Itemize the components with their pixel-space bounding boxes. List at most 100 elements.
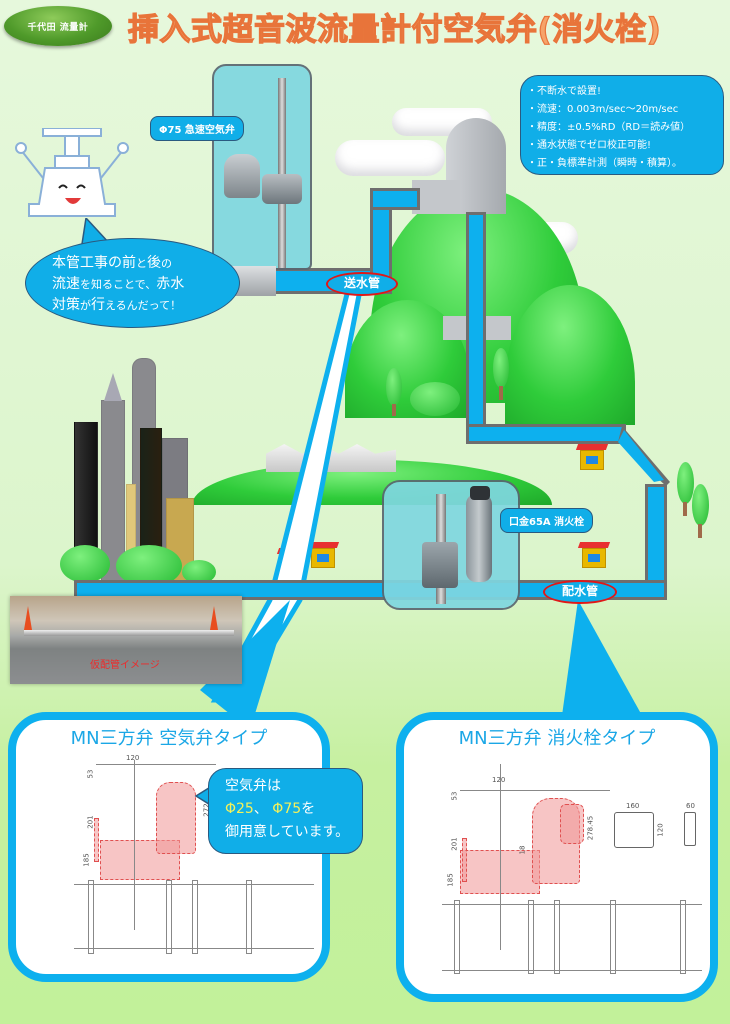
feature-item: ・正・負標準計測（瞬時・積算）。 [527,158,682,169]
valve-stem [278,78,286,268]
feature-item: ・流速：0.003m/sec～20m/sec [527,104,679,115]
feature-item: ・精度：±0.5%RD（RD＝読み値） [527,122,691,133]
valve-body-left [224,154,260,198]
tree [692,484,709,526]
traffic-cone [24,606,32,630]
flange [528,900,534,974]
dim-label: 120 [656,823,665,837]
mascot-mouth [65,198,81,204]
flange [554,900,560,974]
house-body [582,548,606,568]
dim-label: 201 [86,815,95,829]
valve-body-right [262,174,302,204]
dim-label: 53 [86,769,95,779]
sensor-line [460,790,610,791]
distribution-pipe-label: 配水管 [543,580,617,604]
air-valve-tag: Φ75 急速空気弁 [150,116,244,141]
dim-label: 53 [450,791,459,801]
transmitter-side [684,812,696,846]
hydrant-outlet [466,494,492,582]
photo-caption: 仮配管イメージ [90,660,160,671]
speech-line-2: 流速を知ることで、赤水 [52,276,185,292]
tree-trunk [683,502,687,516]
building-spire [104,373,122,401]
panel-title: MN三方弁 空気弁タイプ [70,728,268,749]
note-line-1: 空気弁は [225,778,281,794]
house [306,542,340,568]
callout-pointer-left [200,600,290,730]
stem-drawing [134,760,135,930]
page-title: 挿入式超音波流量計付空気弁(消火栓) [127,11,662,48]
house-window [588,554,600,562]
dim-label: 185 [82,853,91,867]
handle-drawing [94,818,99,862]
house-window [317,554,329,562]
mascot-eye [76,184,86,189]
air-valve-note: 空気弁は Φ25、 Φ75を 御用意しています。 [208,768,363,854]
hydrant-image [410,486,510,610]
dim-label: 185 [446,873,455,887]
house-body [580,450,604,470]
main-pipe-bottom [74,948,314,949]
tower-pipe-down [466,212,486,442]
photo-pipe [24,630,234,636]
dim-label: 120 [126,754,140,762]
air-valve-image [222,74,322,270]
dim-label: 201 [450,837,459,851]
bush [60,545,110,583]
pipe-diagonal [618,426,670,486]
dim-label: 18 [518,845,527,855]
tree-trunk [392,404,396,416]
traffic-cone [210,606,218,630]
transmitter-box [614,812,654,848]
tree-trunk [499,386,503,400]
speech-line-3: 対策が行えるんだって！ [52,297,182,313]
brand-badge: 千代田 流量計 [4,6,112,46]
hydrant-cap [470,486,490,500]
main-pipe-bottom [442,970,702,971]
house [577,542,611,568]
feature-list: ・不断水で設置! ・流速：0.003m/sec～20m/sec ・精度：±0.5… [520,75,724,175]
tree-trunk [698,524,702,538]
house [575,444,609,470]
east-pipe-down [645,484,667,594]
flange [610,900,616,974]
supply-pipe-label: 送水管 [326,272,398,296]
supply-pipe-top [370,188,420,210]
house-body [311,548,335,568]
main-pipe-top [442,904,702,905]
dim-label: 160 [626,802,640,810]
cloud [335,140,445,176]
main-pipe-top [74,884,314,885]
temporary-piping-photo: 仮配管イメージ [10,596,242,684]
hydrant-tag: 口金65A 消火栓 [500,508,594,533]
speech-line-1: 本管工事の前と後の [52,255,172,271]
hydrant-outlet-drawing [560,804,584,844]
stem-drawing [500,764,501,950]
callout-pointer-right [560,600,650,730]
mascot-valve-character [15,128,129,217]
tree [677,462,694,504]
flange [680,900,686,974]
flange [454,900,460,974]
dim-label: 278.45 [586,815,595,841]
dim-label: 120 [492,776,506,784]
flange [166,880,172,954]
brand-badge-label: 千代田 流量計 [27,22,89,33]
panel-title: MN三方弁 消火栓タイプ [458,728,656,749]
speech-bubble: 本管工事の前と後の 流速を知ることで、赤水 対策が行えるんだって！ [25,238,240,328]
tree [386,368,402,406]
flange [88,880,94,954]
air-valve-drawing [156,782,196,854]
house-window [586,456,598,464]
handle-drawing [462,838,467,882]
bush [410,382,460,416]
note-line-3: 御用意しています。 [225,824,350,840]
feature-item: ・不断水で設置! [527,86,602,97]
tree [493,348,509,388]
flange [192,880,198,954]
feature-item: ・通水状態でゼロ校正可能! [527,140,652,151]
note-line-2: Φ25、 Φ75を [225,801,316,817]
flange [246,880,252,954]
